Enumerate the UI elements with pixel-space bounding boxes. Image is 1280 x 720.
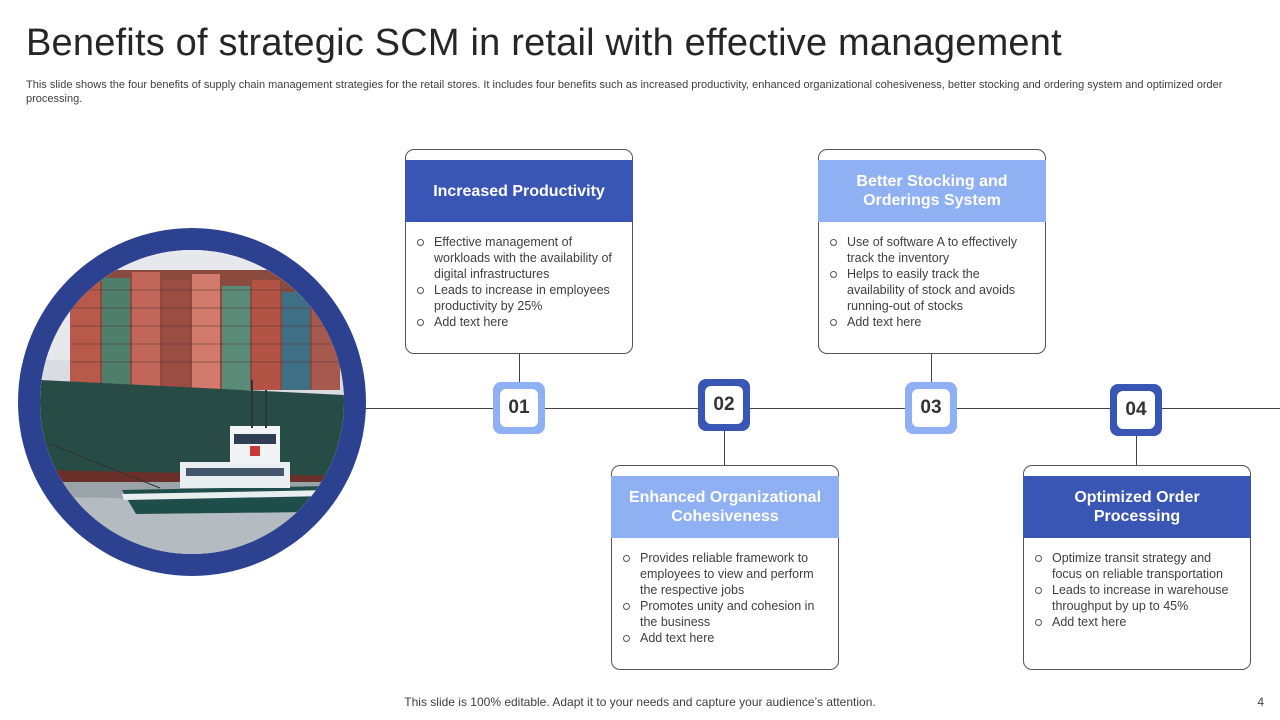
step-number-01: 01 [500, 389, 538, 427]
card-bullets-01: Effective management of workloads with t… [416, 234, 620, 330]
bullet-item: Leads to increase in employees productiv… [416, 282, 620, 314]
bullet-item: Provides reliable framework to employees… [622, 550, 826, 598]
benefit-card-03: Better Stocking and Orderings System Use… [818, 149, 1046, 354]
connector-04 [1136, 436, 1137, 466]
timeline-line [360, 408, 1280, 409]
benefit-card-01: Increased Productivity Effective managem… [405, 149, 633, 354]
photo-frame [18, 228, 366, 576]
step-badge-04: 04 [1110, 384, 1162, 436]
step-badge-03: 03 [905, 382, 957, 434]
bullet-item: Add text here [416, 314, 620, 330]
step-number-02: 02 [705, 386, 743, 424]
card-heading-03: Better Stocking and Orderings System [818, 160, 1046, 222]
card-heading-02: Enhanced Organizational Cohesiveness [611, 476, 839, 538]
slide-subtitle: This slide shows the four benefits of su… [26, 79, 1223, 105]
bullet-item: Helps to easily track the availability o… [829, 266, 1033, 314]
card-heading-01: Increased Productivity [405, 160, 633, 222]
bullet-item: Add text here [829, 314, 1033, 330]
connector-02 [724, 430, 725, 466]
card-bullets-03: Use of software A to effectively track t… [829, 234, 1033, 330]
step-badge-01: 01 [493, 382, 545, 434]
page-number: 4 [1257, 695, 1264, 709]
bullet-item: Leads to increase in warehouse throughpu… [1034, 582, 1238, 614]
bullet-item: Use of software A to effectively track t… [829, 234, 1033, 266]
slide-footer: This slide is 100% editable. Adapt it to… [404, 695, 876, 709]
bullet-item: Optimize transit strategy and focus on r… [1034, 550, 1238, 582]
card-bullets-02: Provides reliable framework to employees… [622, 550, 826, 646]
card-bullets-04: Optimize transit strategy and focus on r… [1034, 550, 1238, 630]
bullet-item: Add text here [1034, 614, 1238, 630]
bullet-item: Add text here [622, 630, 826, 646]
step-number-03: 03 [912, 389, 950, 427]
benefit-card-04: Optimized Order Processing Optimize tran… [1023, 465, 1251, 670]
step-badge-02: 02 [698, 379, 750, 431]
step-number-04: 04 [1117, 391, 1155, 429]
cargo-ship-photo [40, 250, 344, 554]
bullet-item: Promotes unity and cohesion in the busin… [622, 598, 826, 630]
connector-01 [519, 354, 520, 384]
bullet-item: Effective management of workloads with t… [416, 234, 620, 282]
benefit-card-02: Enhanced Organizational Cohesiveness Pro… [611, 465, 839, 670]
connector-03 [931, 354, 932, 384]
slide-title: Benefits of strategic SCM in retail with… [26, 22, 1062, 64]
card-heading-04: Optimized Order Processing [1023, 476, 1251, 538]
